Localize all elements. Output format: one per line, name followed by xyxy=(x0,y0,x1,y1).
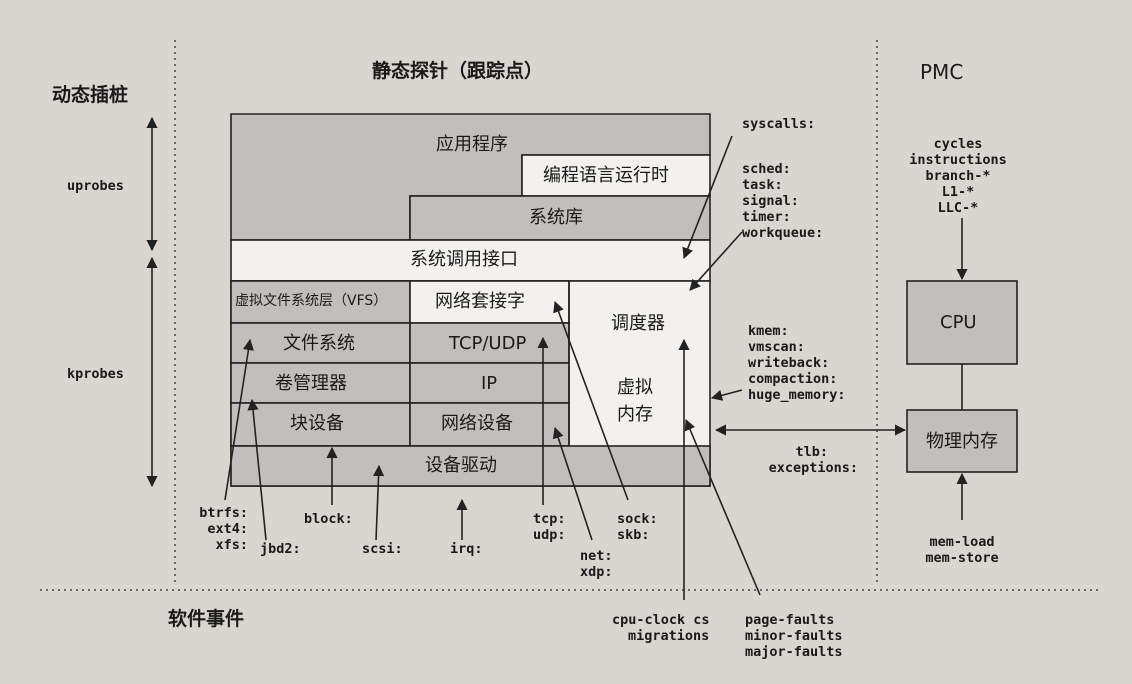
runtime-box xyxy=(521,154,711,197)
sched-arrow xyxy=(689,231,743,291)
socket-label: 网络套接字 xyxy=(435,291,525,312)
vmscan-tracepoint: vmscan: xyxy=(748,339,805,355)
instructions-counter: instructions xyxy=(909,152,1007,168)
sock-arrow xyxy=(553,300,629,501)
tlb-tracepoint: tlb: xyxy=(795,444,828,460)
fault-event-list: page-faults minor-faults major-faults xyxy=(745,612,843,660)
physmem-box xyxy=(906,409,1018,473)
driver-label: 设备驱动 xyxy=(425,455,497,476)
llc-counter: LLC-* xyxy=(937,200,979,216)
cpu-event-list: cpu-clock cs migrations xyxy=(612,612,710,644)
compaction-tracepoint: compaction: xyxy=(748,371,838,387)
minor-faults-event: minor-faults xyxy=(745,628,843,644)
kmem-tracepoint: kmem: xyxy=(748,323,789,339)
writeback-tracepoint: writeback: xyxy=(748,355,830,371)
mem-store-event: mem-store xyxy=(925,550,999,566)
scheduler-label: 调度器 xyxy=(611,313,665,334)
net-tracepoint: net: xyxy=(580,548,613,564)
mem-event-list: mem-load mem-store xyxy=(910,534,1014,566)
page-faults-arrow xyxy=(684,418,761,596)
block-label: block: xyxy=(304,511,353,527)
signal-tracepoint: signal: xyxy=(742,193,799,209)
syscalls-label: syscalls: xyxy=(742,116,816,132)
vm-label-line1: 虚拟 xyxy=(617,377,653,398)
netdev-label: 网络设备 xyxy=(441,413,513,434)
ext4-tracepoint: ext4: xyxy=(207,521,248,537)
cpu-clock-cs-event: cpu-clock cs xyxy=(612,612,710,628)
vfs-label: 虚拟文件系统层（VFS） xyxy=(235,293,388,309)
btrfs-tracepoint: btrfs: xyxy=(199,505,248,521)
udp-tracepoint: udp: xyxy=(533,527,566,543)
tlb-tracepoint-list: tlb: exceptions: xyxy=(746,444,858,476)
runtime-label: 编程语言运行时 xyxy=(543,165,669,186)
blockdev-label: 块设备 xyxy=(290,413,344,434)
sock-tracepoint: sock: xyxy=(617,511,658,527)
fs-label: 文件系统 xyxy=(283,333,355,354)
l1-counter: L1-* xyxy=(941,184,975,200)
app-label: 应用程序 xyxy=(436,134,508,155)
volume-box xyxy=(230,362,411,404)
scsi-arrow xyxy=(372,464,385,541)
tcpudp-label: TCP/UDP xyxy=(449,333,527,354)
volume-label: 卷管理器 xyxy=(275,373,347,394)
syslib-box xyxy=(409,195,711,241)
uprobes-label: uprobes xyxy=(67,178,124,194)
sock-tracepoint-list: sock: skb: xyxy=(617,511,658,543)
net-arrow xyxy=(552,426,593,541)
cycles-counter: cycles xyxy=(933,136,983,152)
jbd2-label: jbd2: xyxy=(260,541,301,557)
fs-arrow xyxy=(224,338,254,501)
branch-counter: branch-* xyxy=(925,168,991,184)
jbd2-arrow xyxy=(247,398,267,541)
workqueue-tracepoint: workqueue: xyxy=(742,225,824,241)
fs-tracepoint-list: btrfs: ext4: xfs: xyxy=(192,505,248,553)
sched-tracepoint-list: sched: task: signal: timer: workqueue: xyxy=(742,161,823,241)
ip-label: IP xyxy=(481,373,498,394)
net-tracepoint-list: net: xdp: xyxy=(580,548,613,580)
dotted-separators xyxy=(40,40,1100,591)
cpu-box xyxy=(906,280,1018,365)
mm-tracepoint-list: kmem: vmscan: writeback: compaction: hug… xyxy=(748,323,846,403)
software-events-heading: 软件事件 xyxy=(168,608,245,630)
physmem-label: 物理内存 xyxy=(926,431,998,452)
scsi-label: scsi: xyxy=(362,541,403,557)
stack-boxes xyxy=(230,113,711,487)
pmc-counter-list: cycles instructions branch-* L1-* LLC-* xyxy=(890,136,1026,216)
vm-label-line2: 内存 xyxy=(617,404,653,425)
irq-label: irq: xyxy=(450,541,483,557)
syscalls-arrow xyxy=(682,135,733,260)
mem-load-event: mem-load xyxy=(929,534,995,550)
static-heading: 静态探针（跟踪点） xyxy=(372,60,544,82)
cpu-label: CPU xyxy=(940,312,977,333)
syslib-label: 系统库 xyxy=(529,207,583,228)
exceptions-tracepoint: exceptions: xyxy=(768,460,858,476)
arrows xyxy=(146,116,968,600)
migrations-event: migrations xyxy=(628,628,710,644)
dynamic-heading: 动态插桩 xyxy=(52,84,129,106)
tcp-tracepoint: tcp: xyxy=(533,511,566,527)
xdp-tracepoint: xdp: xyxy=(580,564,613,580)
task-tracepoint: task: xyxy=(742,177,783,193)
kprobes-label: kprobes xyxy=(67,366,124,382)
timer-tracepoint: timer: xyxy=(742,209,791,225)
pmc-heading: PMC xyxy=(920,60,964,84)
huge-memory-tracepoint: huge_memory: xyxy=(748,387,846,403)
driver-box xyxy=(230,445,711,487)
syscall-if-label: 系统调用接口 xyxy=(410,249,518,270)
tcp-tracepoint-list: tcp: udp: xyxy=(533,511,566,543)
mm-arrow xyxy=(710,389,743,401)
pmc-boxes xyxy=(906,280,1018,473)
xfs-tracepoint: xfs: xyxy=(215,537,248,553)
fs-box xyxy=(230,322,411,364)
skb-tracepoint: skb: xyxy=(617,527,650,543)
page-faults-event: page-faults xyxy=(745,612,835,628)
sched-tracepoint: sched: xyxy=(742,161,791,177)
major-faults-event: major-faults xyxy=(745,644,843,660)
